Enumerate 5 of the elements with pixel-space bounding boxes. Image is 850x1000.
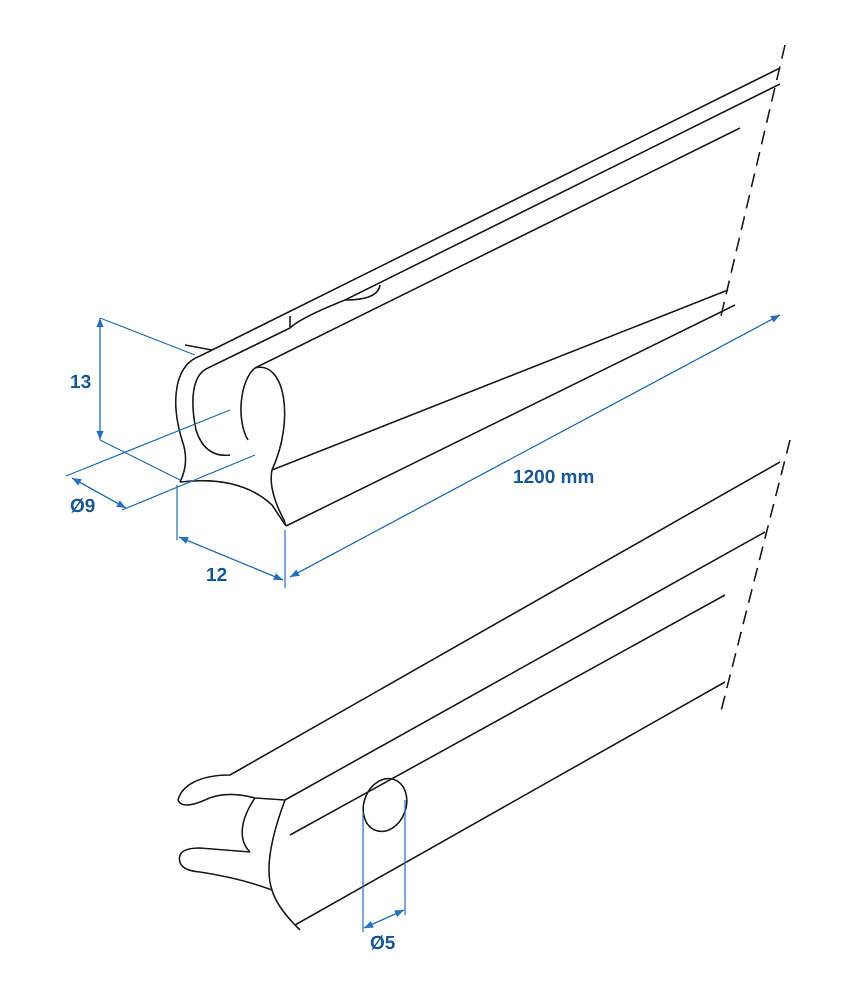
dimension-label: 1200 mm: [513, 468, 594, 487]
dimension-label: 12: [206, 566, 228, 585]
dimension-label: 13: [70, 373, 92, 392]
dimension-label: Ø9: [70, 497, 96, 516]
dimension-label: Ø5: [370, 934, 396, 953]
